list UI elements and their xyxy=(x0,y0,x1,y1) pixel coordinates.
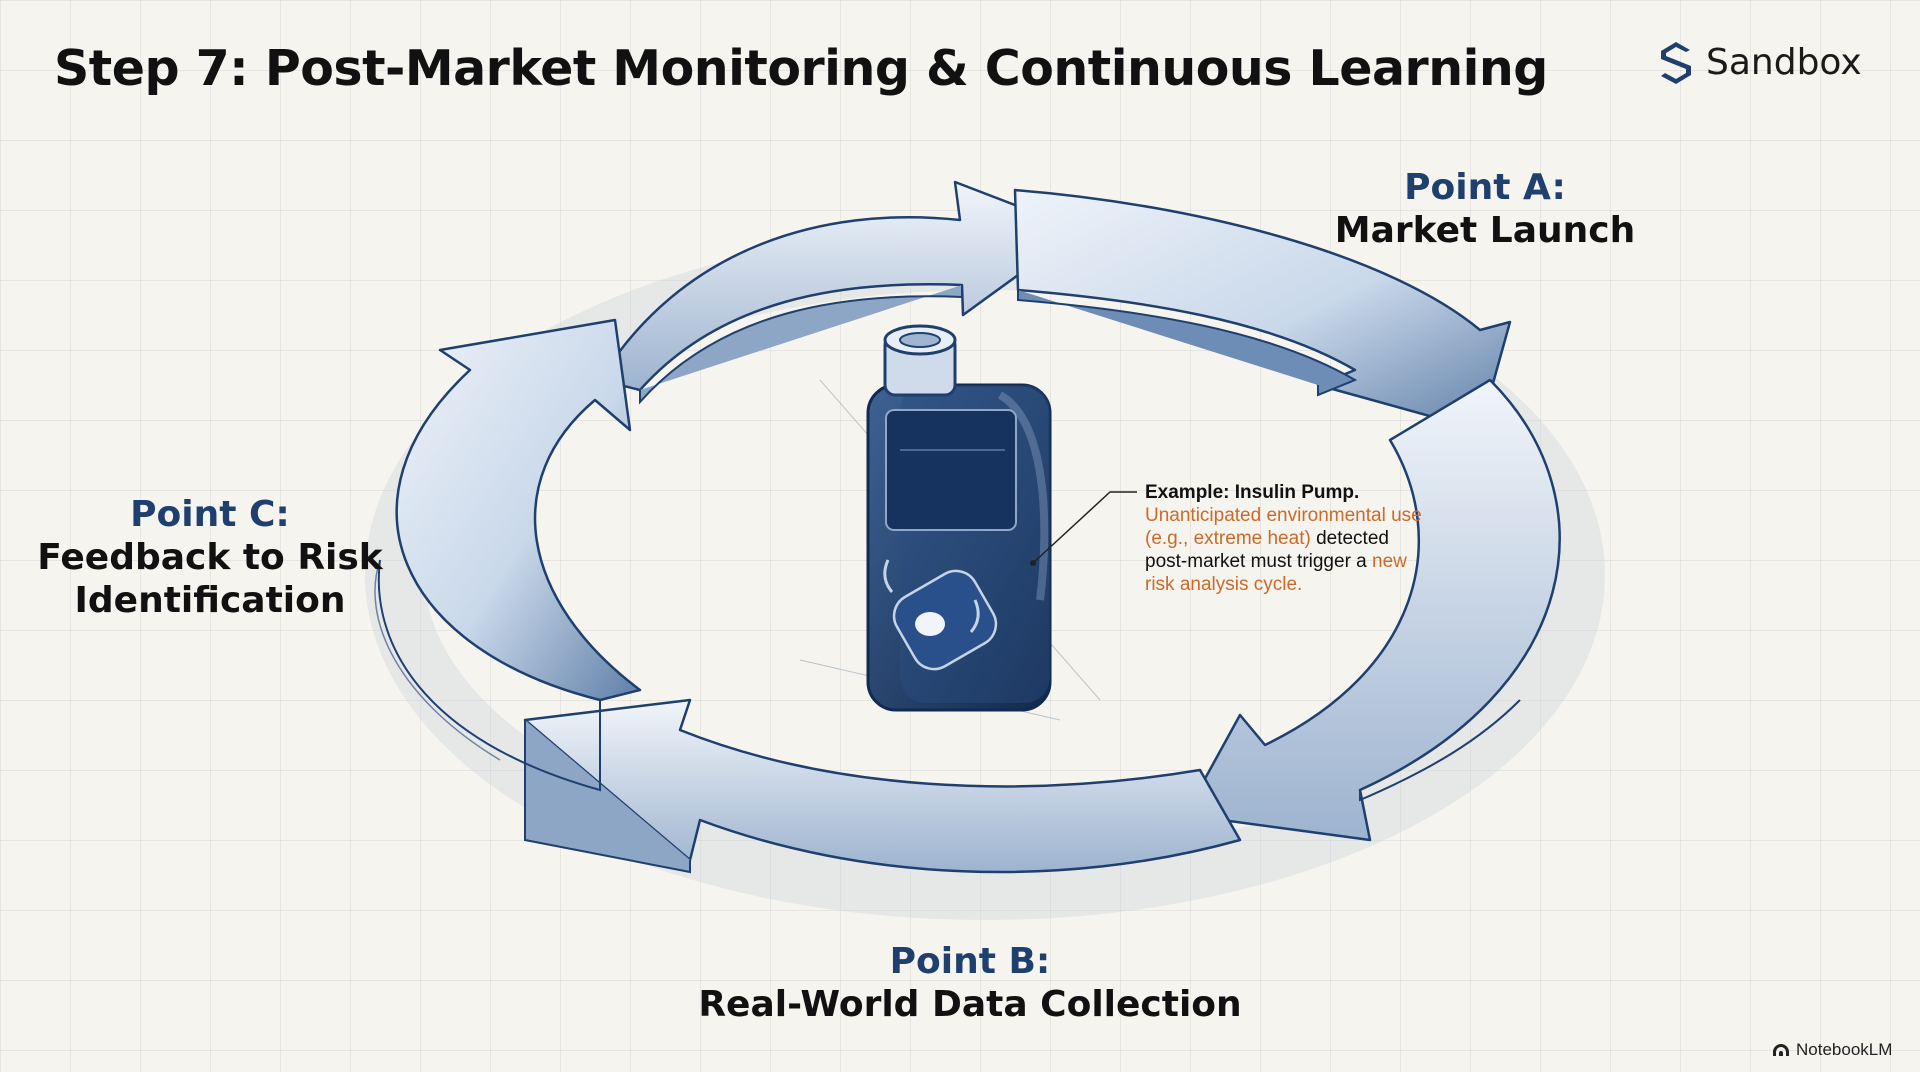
point-c-description-line2: Identification xyxy=(74,580,346,621)
brand-name: Sandbox xyxy=(1706,41,1862,83)
cycle-arrow-right xyxy=(1013,188,1512,432)
point-b-description: Real-World Data Collection xyxy=(698,984,1242,1025)
callout-leader-dot xyxy=(1030,560,1036,566)
cycle-arrow-lower-right xyxy=(1183,378,1561,842)
notebooklm-icon xyxy=(1773,1044,1789,1056)
notebooklm-watermark: NotebookLM xyxy=(1772,1040,1892,1060)
point-a-description: Market Launch xyxy=(1334,210,1636,251)
cycle-arrow-bottom xyxy=(523,698,1242,874)
point-c-label: Point C: Feedback to Risk Identification xyxy=(30,493,390,622)
point-a-label: Point A: Market Launch xyxy=(1330,166,1640,252)
sandbox-logo-icon xyxy=(1661,42,1691,84)
watermark-text: NotebookLM xyxy=(1796,1040,1893,1059)
callout-heading: Example: Insulin Pump. xyxy=(1145,482,1360,503)
page-title: Step 7: Post-Market Monitoring & Continu… xyxy=(54,40,1548,97)
example-callout: Example: Insulin Pump. Unanticipated env… xyxy=(1145,481,1435,596)
point-b-heading: Point B: xyxy=(889,941,1051,982)
callout-highlight-1: Unanticipated environmental use (e.g., e… xyxy=(1145,505,1422,549)
callout-text: detected post-market must trigger a xyxy=(1145,528,1389,572)
point-c-description-line1: Feedback to Risk xyxy=(37,537,383,578)
point-c-heading: Point C: xyxy=(130,494,290,535)
point-a-heading: Point A: xyxy=(1404,167,1566,208)
cycle-arrow-left xyxy=(374,318,642,792)
insulin-pump-illustration xyxy=(799,324,1101,721)
brand-logo: Sandbox xyxy=(1656,40,1862,84)
callout-leader-line xyxy=(1032,491,1137,564)
callout-highlight-2: new risk analysis cycle. xyxy=(1145,551,1407,595)
point-b-label: Point B: Real-World Data Collection xyxy=(660,940,1280,1026)
